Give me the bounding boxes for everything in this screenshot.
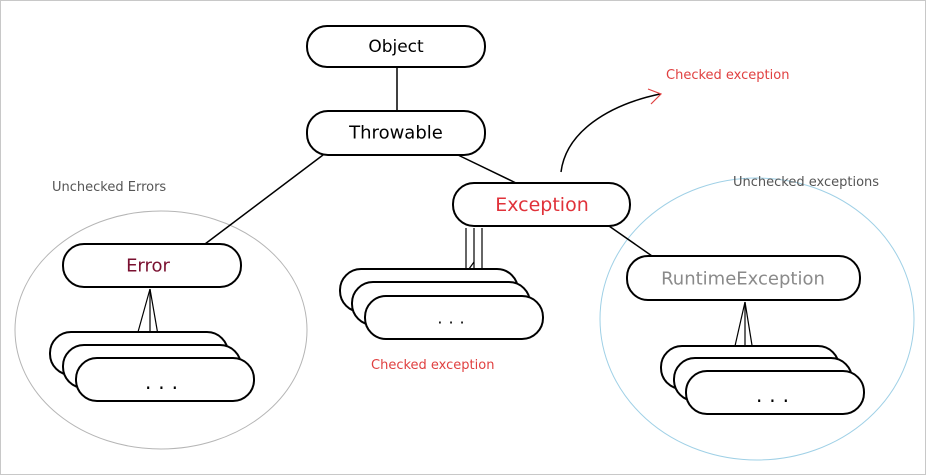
error-node xyxy=(62,243,242,288)
unchecked-errors-annotation: Unchecked Errors xyxy=(52,180,166,195)
runtime-exception-node xyxy=(626,255,861,301)
checked-exception-annotation-bottom: Checked exception xyxy=(371,358,494,373)
unchecked-exceptions-group xyxy=(599,177,915,461)
object-node xyxy=(306,25,486,68)
object-label: Object xyxy=(368,37,424,57)
runtime-children-ellipsis: ... xyxy=(756,383,796,407)
checked-children-ellipsis: ... xyxy=(437,309,470,328)
exception-node xyxy=(452,182,631,227)
error-stack-connector-a xyxy=(137,288,151,333)
throwable-node xyxy=(306,110,486,156)
error-children-ellipsis: ... xyxy=(145,370,185,394)
throwable-label: Throwable xyxy=(348,123,443,144)
runtime-exception-label: RuntimeException xyxy=(661,269,825,290)
checked-child-front xyxy=(364,295,544,340)
exception-label: Exception xyxy=(495,194,589,216)
unchecked-errors-group xyxy=(14,210,308,450)
runtime-stack-connector-a xyxy=(734,301,746,347)
checked-exception-annotation-top: Checked exception xyxy=(666,68,789,83)
edge-throwable-error xyxy=(204,154,324,245)
error-label: Error xyxy=(126,256,170,277)
unchecked-exceptions-annotation: Unchecked exceptions xyxy=(733,175,879,190)
checked-exception-arrow xyxy=(560,93,661,173)
runtime-child-front xyxy=(685,370,865,415)
edge-exception-runtime xyxy=(608,225,653,257)
edge-throwable-exception xyxy=(457,154,517,184)
checked-exception-arrowhead xyxy=(647,88,663,105)
error-child-front xyxy=(75,357,255,402)
